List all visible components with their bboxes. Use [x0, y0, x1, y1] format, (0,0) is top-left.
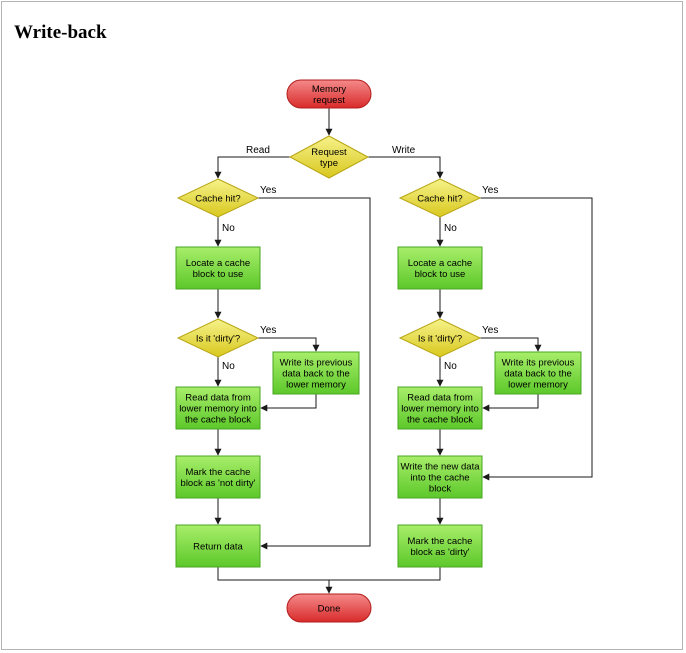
edge-type-read	[214, 156, 290, 179]
label-write: Write	[392, 145, 416, 156]
label-write-hit-no: No	[444, 223, 457, 234]
label-write-dirty-no: No	[444, 361, 457, 372]
edge-write-dirty-yes	[480, 337, 542, 352]
read-dirty-decision: Is it 'dirty'?	[176, 318, 260, 358]
read-cache-hit-decision: Cache hit?	[176, 178, 260, 218]
done-node: Done	[286, 593, 372, 623]
label-read-hit-no: No	[222, 223, 235, 234]
edge-write-writeprev-back	[482, 394, 539, 412]
write-dirty-decision-label: Is it 'dirty'?	[418, 334, 462, 345]
page-title: Write-back	[14, 22, 107, 43]
label-read: Read	[246, 145, 270, 156]
read-return-data-label: Return data	[193, 542, 243, 553]
label-write-hit-yes: Yes	[482, 185, 498, 196]
edge-write-hit-yes	[480, 197, 593, 481]
read-dirty-decision-label: Is it 'dirty'?	[196, 334, 240, 345]
label-read-dirty-yes: Yes	[260, 325, 276, 336]
label-read-dirty-no: No	[222, 361, 235, 372]
done-node-label: Done	[318, 604, 341, 615]
edge-write-mark-done	[329, 567, 441, 581]
read-cache-hit-decision-label: Cache hit?	[195, 194, 240, 205]
label-read-hit-yes: Yes	[260, 185, 276, 196]
edge-read-return-done	[217, 567, 333, 594]
edge-read-hit-yes	[258, 197, 371, 550]
label-write-dirty-yes: Yes	[482, 325, 498, 336]
read-return-data: Return data	[175, 524, 261, 568]
write-cache-hit-decision-label: Cache hit?	[417, 194, 462, 205]
write-cache-hit-decision: Cache hit?	[398, 178, 482, 218]
edge-read-writeprev-back	[260, 394, 317, 412]
edge-type-write	[368, 156, 444, 179]
edge-read-dirty-yes	[258, 337, 320, 352]
write-dirty-decision: Is it 'dirty'?	[398, 318, 482, 358]
